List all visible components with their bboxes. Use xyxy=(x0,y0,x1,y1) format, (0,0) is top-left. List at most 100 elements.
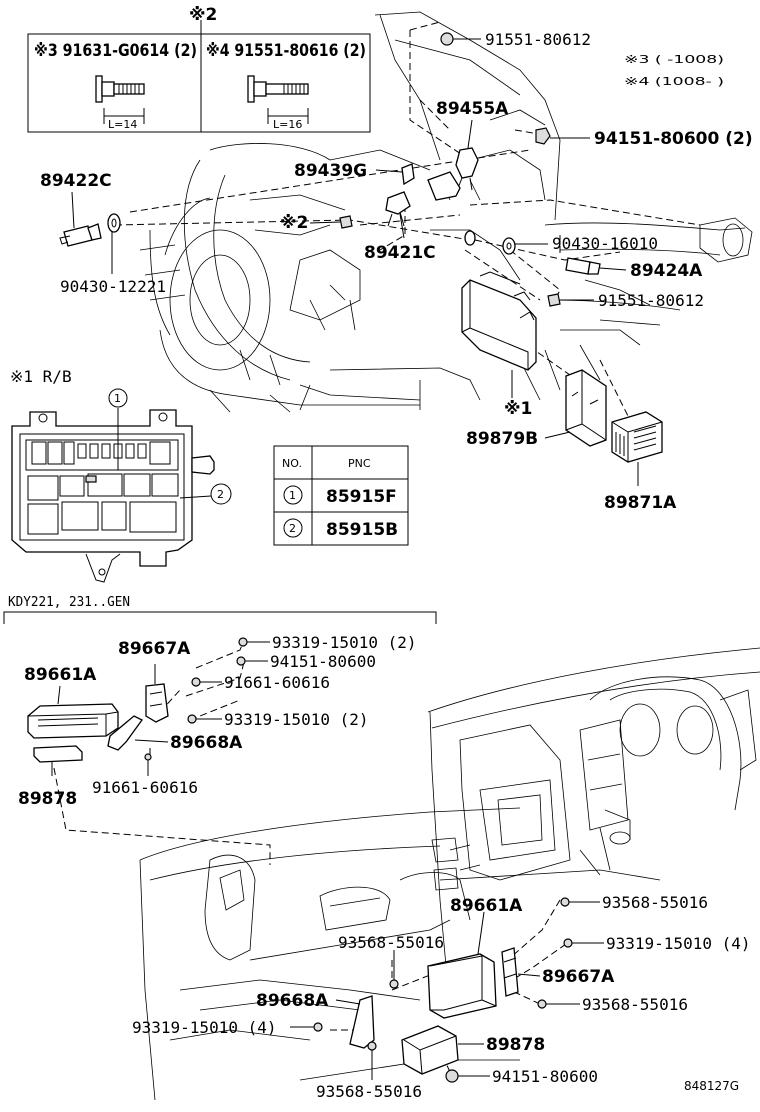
bolt-93319-15010-4a xyxy=(563,938,573,948)
pnc-col-no: NO. xyxy=(282,457,302,470)
label-94151-80600b: 94151-80600 xyxy=(492,1067,598,1086)
rb-title: ※1 R/B xyxy=(10,367,72,386)
label-94151-80600: 94151-80600 xyxy=(270,652,376,671)
label-89879B: 89879B xyxy=(466,429,538,449)
bracket-89667A-top xyxy=(145,664,169,723)
dashboard-background-sketch xyxy=(139,647,760,1101)
relay-block: ※1 R/B 1 2 xyxy=(10,367,232,583)
ecu-ref1 xyxy=(461,271,537,398)
bracket-89668A-dash xyxy=(335,995,375,1049)
label-89439G: 89439G xyxy=(294,161,367,181)
rb-callout-1 xyxy=(108,388,128,408)
note-3: ※3 ( -1008) xyxy=(624,53,724,66)
label-91661-60616b: 91661-60616 xyxy=(92,778,198,797)
note-4: ※4 (1008- ) xyxy=(624,75,724,88)
bracket-89439G xyxy=(401,163,415,186)
gasket-90430-12221 xyxy=(107,213,121,233)
label-89421C: 89421C xyxy=(364,243,436,263)
engine-background-sketch xyxy=(139,11,753,413)
bracket-89879B xyxy=(544,369,607,447)
label-94151-80600-2: 94151-80600 (2) xyxy=(594,129,753,149)
nut-94151-80600 xyxy=(535,127,551,145)
bolt-ref2-mid xyxy=(339,215,353,229)
bolt-93568-55016b xyxy=(389,979,399,989)
label-93319-15010-2a: 93319-15010 (2) xyxy=(272,633,417,652)
inset-ref-mark: ※2 xyxy=(189,5,217,25)
label-93568-55016c: 93568-55016 xyxy=(582,995,688,1014)
label-ref1-ecu: ※1 xyxy=(504,399,532,419)
bolt-93568-55016c xyxy=(537,999,547,1009)
label-89661A-top: 89661A xyxy=(24,665,97,685)
pnc-row-1-no: 1 xyxy=(289,489,296,502)
bolt-icon-right: L=16 xyxy=(247,75,309,131)
bracket-89667A-dash xyxy=(501,947,541,997)
bolt-93568-55016a xyxy=(560,897,570,907)
sensor-89455A xyxy=(455,119,479,191)
rb-callout-2 xyxy=(210,483,232,505)
label-93568-55016b: 93568-55016 xyxy=(338,933,444,952)
pnc-row-2-pnc: 85915B xyxy=(326,520,398,540)
pnc-row-1-pnc: 85915F xyxy=(326,487,397,507)
bolt-93319-15010-2b xyxy=(187,714,197,724)
label-ref2-mid: ※2 xyxy=(280,213,308,233)
gasket-90430-16010 xyxy=(502,237,516,255)
label-91661-60616a: 91661-60616 xyxy=(224,673,330,692)
label-89661A-dash: 89661A xyxy=(450,896,523,916)
clip-91661-60616a xyxy=(191,677,201,687)
sensor-89424A xyxy=(565,257,627,275)
label-89455A: 89455A xyxy=(436,99,509,119)
sensor-89421C xyxy=(385,191,411,239)
bolt-inset-box: ※2 ※3 91631-G0614 (2) ※4 91551-80616 (2)… xyxy=(27,5,371,133)
bolt-93319-15010-2a xyxy=(238,637,248,647)
module-89661A-top xyxy=(27,685,119,739)
inset-left-label: ※3 91631-G0614 (2) xyxy=(34,41,197,61)
label-90430-12221: 90430-12221 xyxy=(60,277,166,296)
label-89668A-dash: 89668A xyxy=(256,991,329,1011)
inset-right-length: L=16 xyxy=(273,118,302,131)
label-93568-55016a: 93568-55016 xyxy=(602,893,708,912)
bolt-93319-15010-4b xyxy=(313,1022,323,1032)
pnc-row-2-no: 2 xyxy=(289,522,296,535)
label-89424A: 89424A xyxy=(630,261,703,281)
label-89422C: 89422C xyxy=(40,171,112,191)
section-title: KDY221, 231..GEN xyxy=(8,595,130,610)
diagram-code: 848127G xyxy=(684,1079,739,1093)
rb-callout-2-text: 2 xyxy=(217,488,224,501)
top-parts: 91551-80612 89455A 94151-80600 (2) 89439… xyxy=(40,30,753,513)
section-bracket xyxy=(3,611,437,624)
label-91551-80612-top: 91551-80612 xyxy=(485,30,591,49)
bolt-91551-80612-mid xyxy=(547,293,561,307)
label-93568-55016d: 93568-55016 xyxy=(316,1082,422,1101)
pnc-col-pnc: PNC xyxy=(348,457,371,470)
lower-parts: 89661A 89878 89667A 89668A 93319-15010 (… xyxy=(18,633,751,1101)
label-91551-80612-mid: 91551-80612 xyxy=(598,291,704,310)
inset-left-length: L=14 xyxy=(108,118,137,131)
box-89878-dash xyxy=(401,1025,484,1075)
bolt-91551-80612-top xyxy=(440,32,454,46)
nut-94151-80600b xyxy=(445,1069,459,1083)
label-89871A: 89871A xyxy=(604,493,677,513)
label-93319-15010-2b: 93319-15010 (2) xyxy=(224,710,369,729)
sensor-89422C xyxy=(59,191,102,247)
label-93319-15010-4a: 93319-15010 (4) xyxy=(606,934,751,953)
label-89878-top: 89878 xyxy=(18,789,77,809)
bracket-89668A-top xyxy=(107,715,169,751)
box-89878-top xyxy=(33,745,83,776)
top-dashed-leaders xyxy=(114,21,701,421)
label-89878-dash: 89878 xyxy=(486,1035,545,1055)
nut-94151-80600 xyxy=(236,656,246,666)
inset-right-label: ※4 91551-80616 (2) xyxy=(206,41,366,61)
label-89668A-top: 89668A xyxy=(170,733,243,753)
label-89667A-dash: 89667A xyxy=(542,967,615,987)
module-89661A-dash xyxy=(427,911,497,1019)
bolt-icon-left: L=14 xyxy=(95,75,145,131)
label-89667A-top: 89667A xyxy=(118,639,191,659)
clip-91661-60616b xyxy=(144,753,152,761)
pnc-table: NO. PNC 1 85915F 2 85915B xyxy=(273,445,409,546)
connector-89871A xyxy=(611,411,663,486)
rb-callout-1-text: 1 xyxy=(114,392,121,405)
bolt-93568-55016d xyxy=(367,1041,377,1051)
label-93319-15010-4b: 93319-15010 (4) xyxy=(132,1018,277,1037)
label-90430-16010: 90430-16010 xyxy=(552,234,658,253)
